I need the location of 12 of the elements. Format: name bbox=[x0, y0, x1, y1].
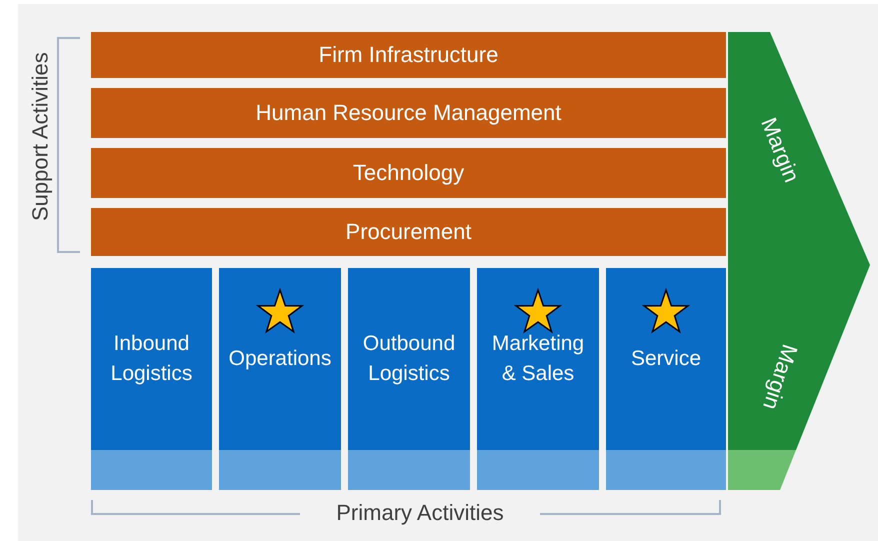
primary-activity-box: Marketing & Sales bbox=[477, 268, 599, 490]
support-activity-bar: Human Resource Management bbox=[91, 88, 726, 138]
margin-label: Margin bbox=[757, 340, 804, 414]
primary-activity-box: Service bbox=[606, 268, 726, 490]
margin-label: Margin bbox=[755, 112, 806, 188]
support-activity-bar: Procurement bbox=[91, 208, 726, 256]
primary-activity-box: Operations bbox=[219, 268, 341, 490]
primary-activity-box: Inbound Logistics bbox=[91, 268, 212, 490]
section-label: Support Activities bbox=[27, 51, 53, 224]
support-activity-bar: Firm Infrastructure bbox=[91, 32, 726, 78]
support-activity-bar: Technology bbox=[91, 148, 726, 198]
primary-activity-box: Outbound Logistics bbox=[348, 268, 470, 490]
